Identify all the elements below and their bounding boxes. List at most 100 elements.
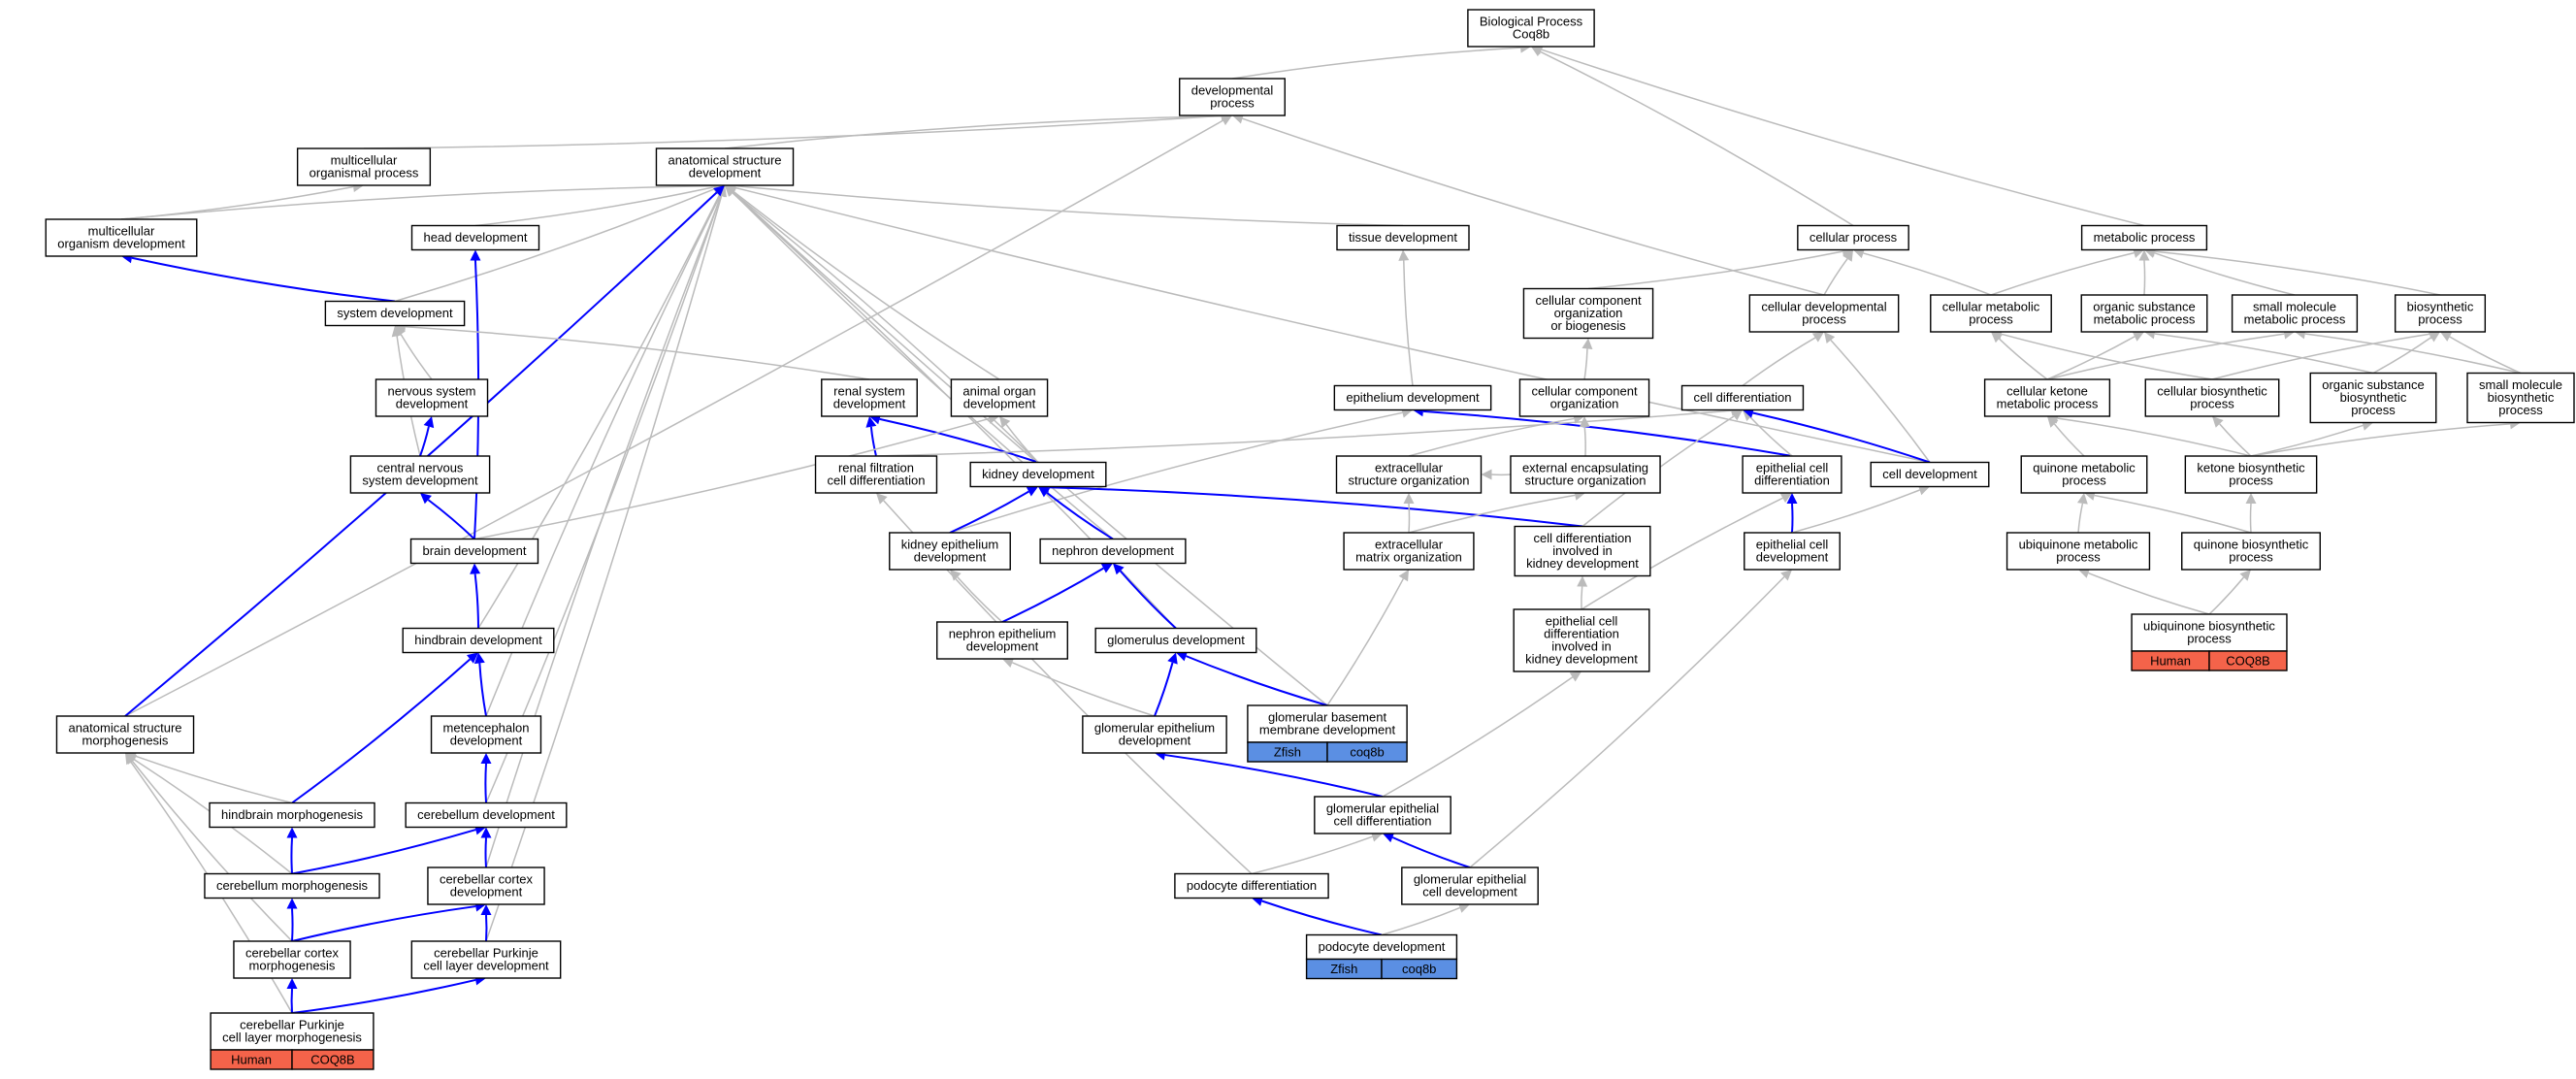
node-cbmorph[interactable]: cerebellum morphogenesis: [204, 872, 380, 899]
node-label-line: process: [2190, 397, 2234, 411]
node-brain[interactable]: brain development: [409, 538, 539, 565]
node-label-line: development: [963, 397, 1036, 411]
node-metab[interactable]: metabolic process: [2080, 224, 2208, 251]
edge-line: [363, 114, 1223, 149]
edge-line: [1587, 250, 1843, 290]
edge-arrowhead: [286, 898, 298, 909]
node-label-line: quinone metabolic: [2033, 461, 2136, 475]
node-box: [1518, 378, 1650, 417]
node-glom[interactable]: glomerulus development: [1094, 627, 1257, 654]
node-cellproc[interactable]: cellular process: [1797, 224, 1909, 251]
node-label-line: cell development: [1882, 467, 1977, 481]
edge-line: [2046, 336, 2136, 380]
edge-arrowhead: [1398, 249, 1410, 261]
edge-celldevproc-to-dev: [1232, 113, 1825, 296]
node-box: [410, 224, 540, 251]
node-sysdev[interactable]: system development: [324, 300, 466, 327]
edge-smbiosyn-to-biosyn: [2440, 332, 2522, 375]
edge-line: [405, 325, 870, 380]
node-label-line: development: [914, 550, 987, 565]
node-kidney[interactable]: kidney development: [969, 461, 1107, 488]
edge-cellmetab-to-cellproc: [1853, 247, 1992, 296]
node-box: [1174, 872, 1329, 899]
node-label-line: small molecule: [2253, 300, 2336, 314]
node-tissue[interactable]: tissue development: [1336, 224, 1470, 251]
node-epidev[interactable]: epithelium development: [1333, 384, 1492, 411]
edge-arrowhead: [480, 904, 492, 915]
node-hmorph[interactable]: hindbrain morphogenesis: [209, 801, 375, 829]
node-box: [1748, 294, 1900, 333]
edge-line: [1752, 411, 1931, 464]
edge-line: [1581, 586, 1583, 610]
edge-arrowhead: [1403, 493, 1415, 504]
node-celldev[interactable]: cell development: [1870, 461, 1990, 488]
edge-cellmetab-to-metab: [1990, 247, 2144, 296]
node-cbdev[interactable]: cerebellum development: [405, 801, 568, 829]
node-label-line: glomerulus development: [1107, 633, 1245, 647]
edge-arrowhead: [2047, 416, 2059, 428]
edge-arrowhead: [1853, 247, 1866, 259]
edge-line: [485, 195, 723, 942]
edge-layer: [120, 42, 2522, 1014]
node-label-line: kidney development: [1526, 556, 1639, 571]
node-celldiff[interactable]: cell differentiation: [1680, 384, 1805, 411]
node-hind[interactable]: hindbrain development: [402, 627, 555, 654]
node-label-line: nephron development: [1052, 543, 1174, 558]
node-nephron[interactable]: nephron development: [1039, 538, 1187, 565]
node-box: [1797, 224, 1909, 251]
edge-hind-to-brain: [470, 563, 481, 629]
node-podiff[interactable]: podocyte differentiation: [1174, 872, 1329, 899]
node-head[interactable]: head development: [410, 224, 540, 251]
edge-arrowhead: [2212, 416, 2224, 428]
node-box: [814, 455, 938, 494]
edge-renal-to-sysdev: [395, 321, 870, 380]
